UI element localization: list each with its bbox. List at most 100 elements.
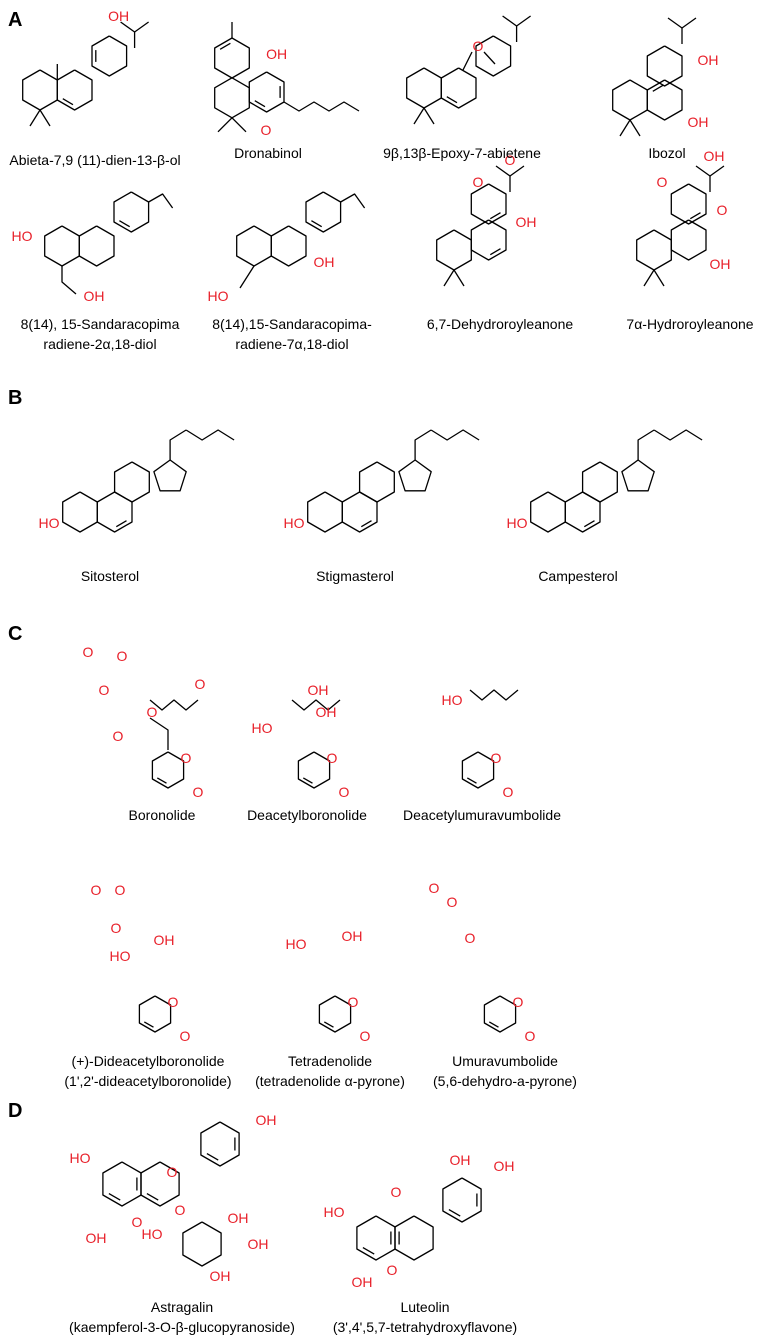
atom-o: O xyxy=(513,994,524,1010)
atom-oh: OH xyxy=(342,928,363,944)
atom-o: O xyxy=(657,174,668,190)
bond-26 xyxy=(462,51,473,71)
atom-oh: OH xyxy=(316,704,337,720)
atom-ho: HO xyxy=(284,515,305,531)
bond-22 xyxy=(446,96,458,104)
bond-108 xyxy=(146,1193,159,1201)
atom-ho: HO xyxy=(39,515,60,531)
bond-42 xyxy=(61,266,77,295)
bond-43 xyxy=(148,193,174,209)
bond-30 xyxy=(612,79,648,121)
label-luteolin-line2: (3',4',5,7-tetrahydroxyflavone) xyxy=(333,1319,517,1335)
bond-10 xyxy=(214,37,250,79)
panel-letter-d: D xyxy=(8,1100,22,1122)
atom-ho: HO xyxy=(252,720,273,736)
label-dideacetylboronolide-line2: (1',2'-dideacetylboronolide) xyxy=(64,1073,231,1089)
bond-34 xyxy=(619,119,631,137)
bond-33 xyxy=(646,45,683,87)
bond-116 xyxy=(394,1215,434,1261)
bond-112 xyxy=(182,1221,222,1267)
bond-100 xyxy=(318,995,352,1033)
atom-oh: OH xyxy=(450,1152,471,1168)
bond-46 xyxy=(305,191,342,233)
bond-18 xyxy=(231,117,247,133)
label-hydroroyleanone: 7α-Hydroroyleanone xyxy=(626,316,753,332)
atom-oh: OH xyxy=(697,52,718,68)
atom-oh: OH xyxy=(515,214,536,230)
bond-32 xyxy=(652,84,664,92)
bond-1 xyxy=(56,69,93,111)
label-campesterol: Campesterol xyxy=(538,568,617,584)
bond-82 xyxy=(564,491,601,533)
atom-o: O xyxy=(505,152,516,168)
atom-o: O xyxy=(193,784,204,800)
bond-93 xyxy=(302,777,313,784)
atom-oh: OH xyxy=(228,1210,249,1226)
label-dideacetylboronolide-line1: (+)-Dideacetylboronolide xyxy=(72,1053,225,1069)
atom-o: O xyxy=(117,648,128,664)
atom-o: O xyxy=(717,202,728,218)
bond-54 xyxy=(489,212,501,220)
bond-66 xyxy=(695,165,725,177)
atom-o: O xyxy=(327,750,338,766)
bond-102 xyxy=(483,995,517,1033)
bond-115 xyxy=(362,1247,375,1255)
atom-o: O xyxy=(348,994,359,1010)
atom-o: O xyxy=(91,882,102,898)
label-luteolin-line1: Luteolin xyxy=(400,1299,449,1315)
bond-103 xyxy=(488,1021,499,1028)
bond-67 xyxy=(62,491,98,533)
atom-oh: OH xyxy=(248,1236,269,1252)
bond-50 xyxy=(436,229,472,271)
bond-48 xyxy=(239,265,255,289)
bond-77 xyxy=(358,461,395,503)
bond-75 xyxy=(341,491,378,533)
atom-o: O xyxy=(503,784,514,800)
atom-o: O xyxy=(175,1202,186,1218)
bond-20 xyxy=(406,67,442,109)
bond-51 xyxy=(470,219,507,261)
bond-80 xyxy=(430,429,480,441)
bond-64 xyxy=(653,269,665,287)
bond-87 xyxy=(653,429,703,441)
atom-o: O xyxy=(473,38,484,54)
atom-ho: HO xyxy=(208,288,229,304)
atom-o: O xyxy=(195,676,206,692)
bond-31 xyxy=(646,79,683,121)
label-dronabinol: Dronabinol xyxy=(234,145,302,161)
atom-oh: OH xyxy=(352,1274,373,1290)
atom-o: O xyxy=(181,750,192,766)
atom-oh: OH xyxy=(86,1230,107,1246)
bond-68 xyxy=(96,491,133,533)
bond-76 xyxy=(360,520,372,528)
bond-41 xyxy=(119,220,131,228)
bond-88 xyxy=(151,751,185,789)
label-sandaracopimaradiene-7a-line2: radiene-7α,18-diol xyxy=(235,336,348,352)
bond-24 xyxy=(413,107,425,125)
bond-40 xyxy=(113,191,150,233)
atom-o: O xyxy=(99,682,110,698)
label-epoxy-abietene: 9β,13β-Epoxy-7-abietene xyxy=(383,145,541,161)
bond-113 xyxy=(356,1215,396,1261)
atom-o: O xyxy=(473,174,484,190)
atom-oh: OH xyxy=(266,46,287,62)
bond-56 xyxy=(453,269,465,287)
label-sandaracopimaradiene-2a-line1: 8(14), 15-Sandaracopima xyxy=(21,316,180,332)
atom-ho: HO xyxy=(507,515,528,531)
bond-38 xyxy=(44,225,80,267)
bond-55 xyxy=(443,269,455,287)
bond-53 xyxy=(470,183,507,225)
atom-o: O xyxy=(147,704,158,720)
bond-37 xyxy=(667,17,697,29)
atom-ho: HO xyxy=(142,1226,163,1242)
atom-ho: HO xyxy=(442,692,463,708)
bond-91 xyxy=(149,699,199,711)
atom-o: O xyxy=(429,880,440,896)
bond-71 xyxy=(153,459,187,492)
label-umuravumbolide-line2: (5,6-dehydro-a-pyrone) xyxy=(433,1073,577,1089)
bond-49 xyxy=(340,193,366,209)
bond-73 xyxy=(185,429,235,441)
bond-52 xyxy=(489,248,501,256)
bond-47 xyxy=(311,220,323,228)
atom-o: O xyxy=(525,1028,536,1044)
